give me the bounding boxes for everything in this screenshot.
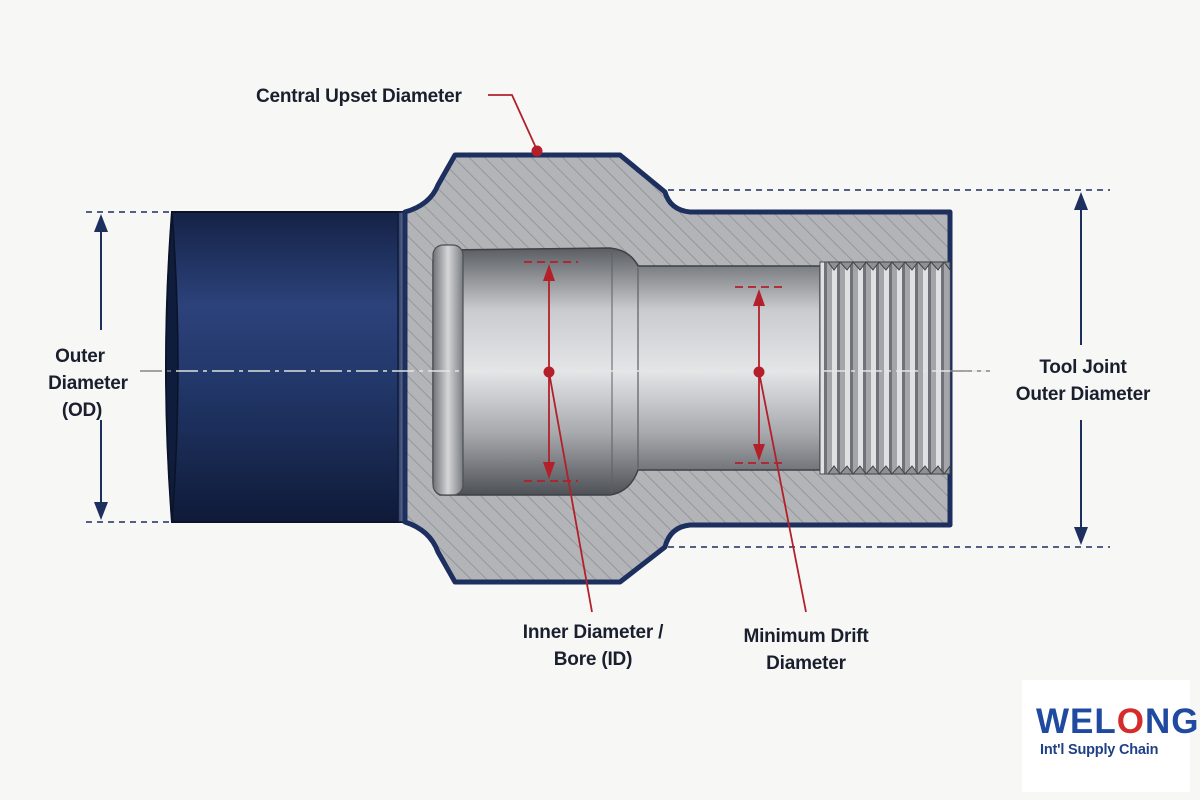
central-upset-label: Central Upset Diameter	[256, 86, 463, 107]
pipe-end-face	[165, 211, 179, 523]
drift-label-line2: Diameter	[766, 653, 847, 674]
thread-region	[819, 261, 951, 475]
tool-joint-arrow-up	[1074, 192, 1088, 210]
pipe-body	[165, 211, 417, 523]
od-label-line1: Outer	[55, 346, 105, 367]
logo-wordmark-part3: NG	[1145, 702, 1200, 741]
id-leader-line	[548, 371, 593, 613]
drift-arrow-down	[753, 444, 765, 461]
central-upset-leader-line	[488, 94, 538, 151]
central-upset-callout	[488, 94, 543, 157]
tool-joint-label-line1: Tool Joint	[1039, 357, 1127, 378]
od-dimension	[94, 214, 108, 520]
drift-arrow-up	[753, 289, 765, 306]
id-arrow-down	[543, 462, 555, 479]
tool-joint-arrow-down	[1074, 527, 1088, 545]
id-label-line2: Bore (ID)	[554, 649, 632, 670]
extension-lines	[86, 189, 1110, 548]
threaded-connection	[819, 261, 951, 475]
bore-entry-ring	[432, 244, 464, 496]
tool-joint-label-line2: Outer Diameter	[1016, 384, 1151, 405]
welong-logo: WELONG Int'l Supply Chain	[1022, 680, 1199, 792]
od-label-line2: Diameter	[48, 373, 129, 394]
thread-teeth	[827, 261, 951, 475]
logo-tagline: Int'l Supply Chain	[1040, 742, 1159, 758]
tool-joint-dimension	[1074, 192, 1088, 545]
id-arrow-up	[543, 264, 555, 281]
id-label-line1: Inner Diameter /	[523, 622, 664, 643]
logo-wordmark-o: O	[1116, 702, 1145, 741]
od-arrow-down	[94, 502, 108, 520]
pipe-body-shell	[165, 211, 406, 523]
drift-label-line1: Minimum Drift	[743, 626, 869, 647]
logo-wordmark: WELONG	[1036, 704, 1200, 739]
logo-wordmark-part1: WEL	[1036, 702, 1117, 741]
id-dimension	[524, 261, 593, 613]
drift-dimension	[735, 286, 807, 613]
od-arrow-up	[94, 214, 108, 232]
central-upset-dot	[531, 145, 543, 157]
od-label-line3: (OD)	[62, 400, 102, 421]
drift-leader-line	[758, 371, 807, 613]
